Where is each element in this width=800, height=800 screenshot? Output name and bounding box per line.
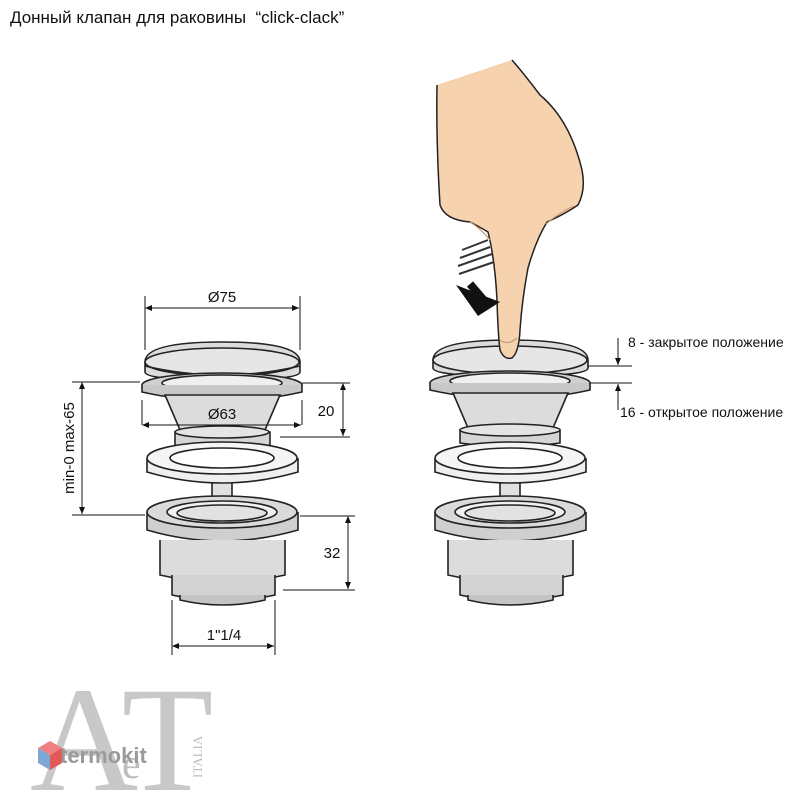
cap-diameter-label: Ø75 [208,289,236,306]
open-position-note: 16 - открытое положение [620,404,783,420]
thread-size-label: 1"1/4 [207,627,242,644]
right-valve-tail [447,540,574,606]
left-valve-washer [146,441,299,484]
pressing-finger-illustration [436,59,585,360]
right-valve-assembly [429,339,591,606]
watermark-country: ITALIA [190,735,205,778]
press-direction-arrow [456,239,500,316]
watermark-logo: AT e termokit ITALIA [30,657,213,800]
right-dimension-lines [588,338,632,410]
watermark-letters: AT [30,657,213,800]
left-dimension-lines [72,296,355,655]
right-valve-body [451,392,570,448]
left-valve-assembly [141,341,303,606]
right-valve-washer [434,441,587,484]
body-diameter-label: Ø63 [208,406,236,423]
right-valve-cap [432,339,589,377]
watermark-small-letter: e [122,742,141,788]
nut-height-label: 32 [324,545,341,562]
left-valve-flange [141,372,303,402]
right-valve-nut [434,495,587,542]
install-height-label: min-0 max-65 [61,402,78,494]
cube-icon [38,741,62,770]
right-valve-flange [429,370,591,400]
closed-position-note: 8 - закрытое положение [628,334,784,350]
page-title: Донный клапан для раковины “click-clack” [10,8,345,27]
flange-height-label: 20 [318,403,335,420]
watermark-brand: termokit [60,743,147,768]
left-valve-nut [146,495,299,542]
left-valve-tail [159,540,286,606]
